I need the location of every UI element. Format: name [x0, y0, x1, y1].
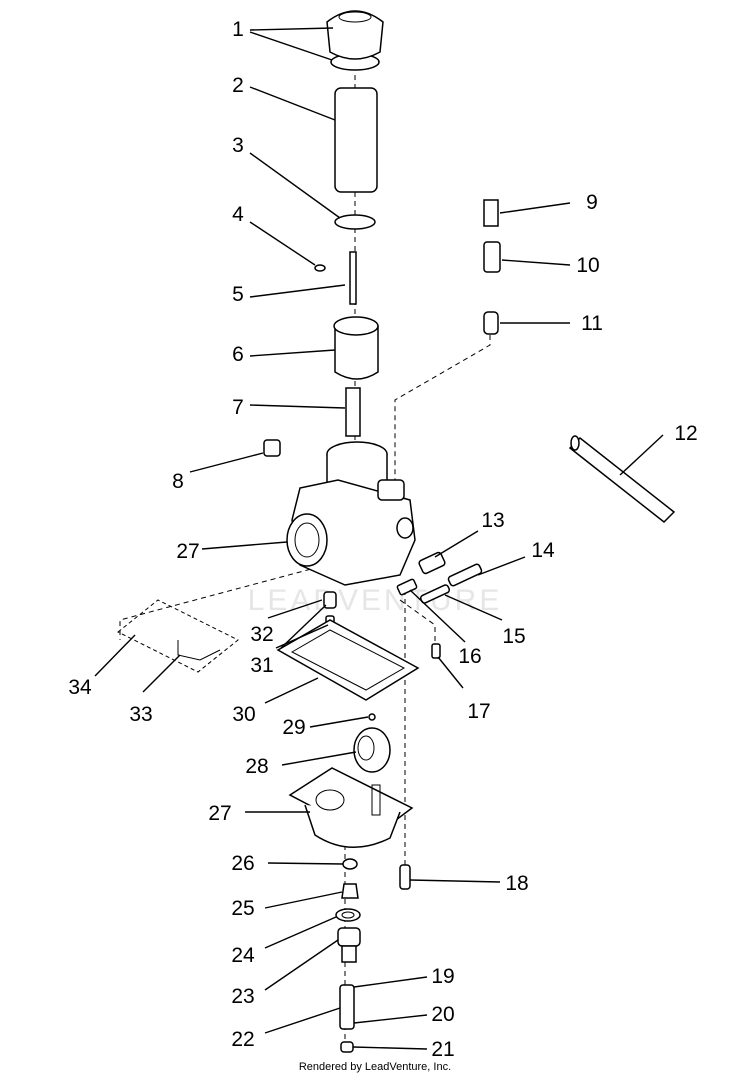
callout-6: 6 [232, 343, 244, 366]
callout-10: 10 [576, 254, 599, 277]
callout-12: 12 [674, 422, 697, 445]
part-24-o-ring [335, 908, 361, 922]
part-18-screw [399, 864, 411, 890]
callout-23: 23 [231, 985, 254, 1008]
part-26-washer [342, 858, 358, 870]
part-32-jet [323, 591, 337, 609]
part-29-pin [368, 713, 376, 721]
part-2-spring [334, 87, 378, 193]
part-10-spring [483, 241, 501, 273]
callout-20: 20 [431, 1003, 454, 1026]
part-11-plunger [483, 311, 499, 335]
callout-25: 25 [231, 897, 254, 920]
callout-17: 17 [467, 700, 490, 723]
callout-26: 26 [231, 852, 254, 875]
callout-30: 30 [232, 703, 255, 726]
part-17-plug [431, 643, 441, 659]
part-22-tube [339, 984, 355, 1030]
callout-34: 34 [68, 676, 92, 699]
callout-28: 28 [245, 755, 268, 778]
leader-lines [94, 27, 664, 1050]
callout-2: 2 [232, 74, 244, 97]
part-23-jet-holder [337, 927, 361, 963]
callout-8: 8 [172, 470, 184, 493]
callout-18: 18 [505, 872, 528, 895]
part-7-needle-jet [345, 387, 361, 437]
part-27-carburetor-body [286, 441, 416, 586]
part-4-clip [314, 264, 326, 272]
part-13-spring [418, 551, 446, 575]
part-8-plug [263, 439, 281, 457]
callout-22: 22 [231, 1028, 254, 1051]
callout-27-bowl: 27 [208, 802, 231, 825]
callout-14: 14 [531, 539, 555, 562]
part-28-float [353, 727, 391, 773]
part-21-cap [340, 1041, 354, 1053]
part-6-throttle-valve [333, 316, 379, 380]
callout-33: 33 [129, 703, 152, 726]
part-30-gasket [276, 619, 420, 701]
footer-credit: Rendered by LeadVenture, Inc. [298, 1061, 452, 1073]
callout-13: 13 [481, 509, 504, 532]
callout-4: 4 [232, 203, 244, 226]
part-12-tube [568, 435, 676, 524]
callout-21: 21 [431, 1038, 454, 1061]
part-5-needle [349, 251, 357, 305]
callout-3: 3 [232, 134, 244, 157]
part-27-float-bowl [288, 767, 414, 848]
callout-9: 9 [586, 191, 598, 214]
callout-15: 15 [502, 625, 525, 648]
callout-19: 19 [431, 965, 454, 988]
callout-27-body: 27 [176, 540, 199, 563]
part-25-main-jet [341, 883, 359, 899]
part-3-retainer [334, 214, 376, 230]
part-16-spring [396, 578, 418, 596]
callout-5: 5 [232, 283, 244, 306]
part-14-screw [447, 563, 483, 587]
callout-16: 16 [458, 645, 481, 668]
callout-labels: 1 2 3 4 5 6 7 8 9 10 11 12 13 14 15 16 1… [68, 18, 697, 1061]
callout-11: 11 [581, 312, 603, 335]
callout-7: 7 [232, 396, 244, 419]
part-1-cap [326, 10, 384, 71]
part-9-cap-nut [483, 199, 499, 227]
callout-24: 24 [231, 944, 255, 967]
callout-1: 1 [232, 18, 244, 41]
callout-32: 32 [250, 623, 273, 646]
callout-29: 29 [282, 716, 305, 739]
callout-31: 31 [250, 654, 273, 677]
